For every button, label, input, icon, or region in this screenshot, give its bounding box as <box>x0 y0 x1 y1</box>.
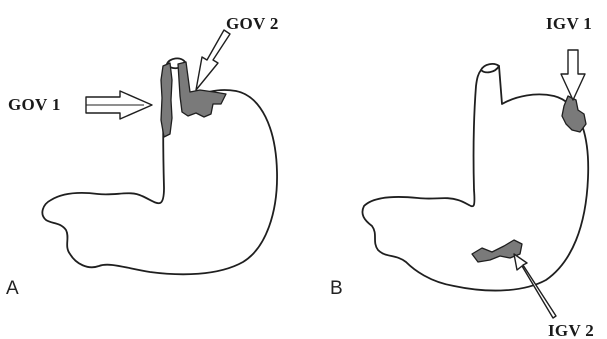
panel-b: IGV 1 IGV 2 B <box>330 14 594 339</box>
label-gov-1: GOV 1 <box>8 95 61 114</box>
arrow-gov-2-shape <box>196 30 230 90</box>
panel-letter-b: B <box>330 278 343 299</box>
varix-gov-1 <box>161 63 172 137</box>
panel-letter-a: A <box>6 278 19 299</box>
arrow-gov-2 <box>196 30 230 90</box>
label-igv-1: IGV 1 <box>546 14 592 33</box>
panel-a: GOV 1 GOV 2 A <box>6 14 279 299</box>
arrow-igv-1-shape <box>561 50 585 100</box>
arrow-igv-1 <box>561 50 585 100</box>
stomach-outline-a <box>42 58 277 274</box>
label-gov-2: GOV 2 <box>226 14 279 33</box>
label-igv-2: IGV 2 <box>548 321 594 339</box>
arrow-gov-1 <box>86 91 152 119</box>
